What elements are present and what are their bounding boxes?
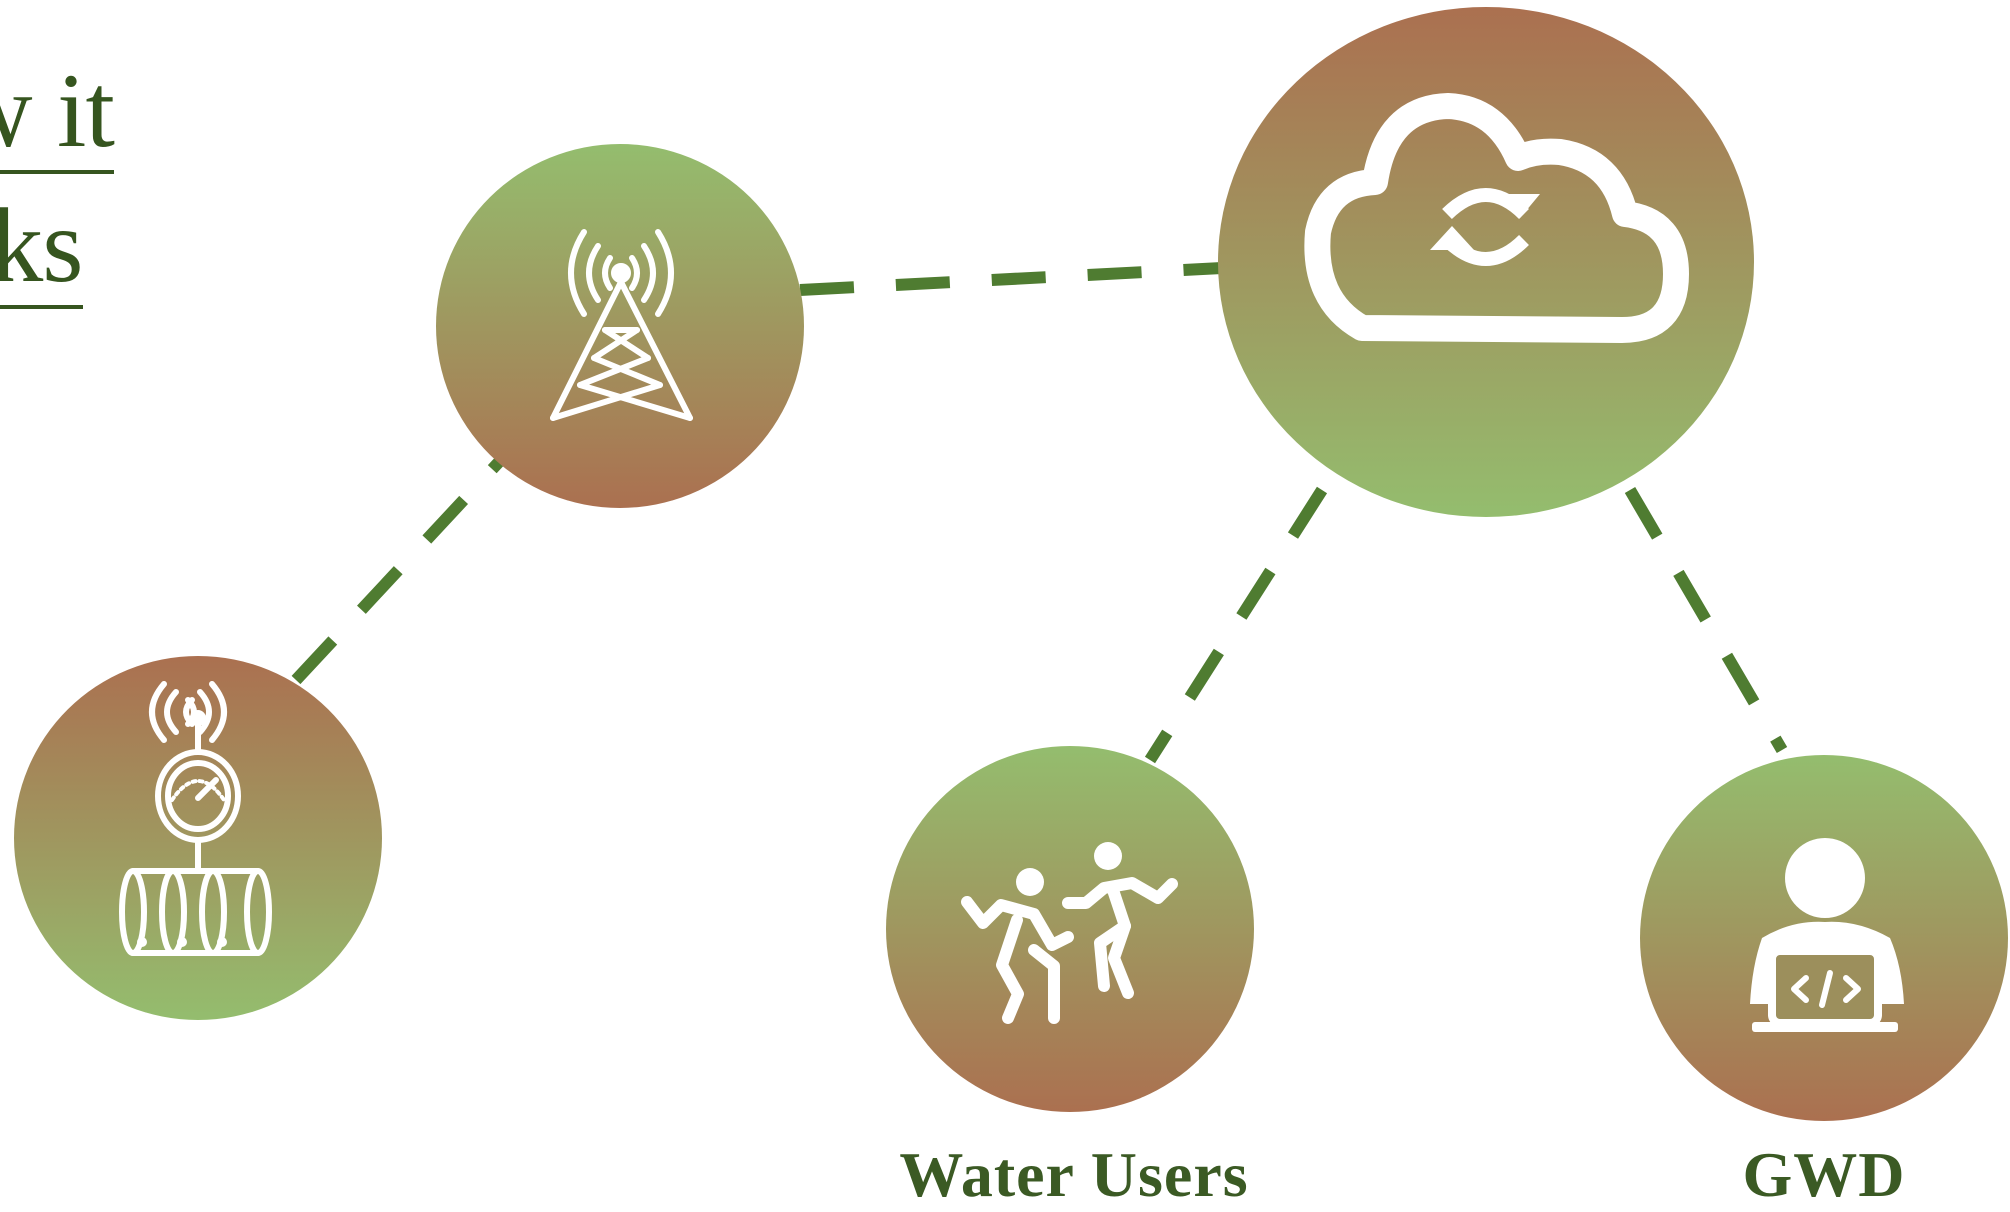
connector-sensor-tower (291, 443, 517, 685)
radio-tower-icon (550, 229, 693, 421)
gwd-label: GWD (1742, 1139, 1906, 1210)
connector-tower-cloud (799, 262, 1223, 296)
node-tower[interactable] (436, 144, 804, 508)
developer-laptop-icon (1750, 838, 1904, 1032)
node-tower-circle (436, 144, 804, 508)
node-cloud[interactable] (1218, 7, 1754, 517)
water-users-label: Water Users (899, 1139, 1249, 1210)
heading-line-2: rks (0, 193, 84, 309)
cloud-sync-icon (1304, 93, 1689, 343)
water-users-icon (961, 842, 1178, 1024)
node-gwd[interactable] (1640, 755, 2008, 1121)
node-sensor[interactable] (14, 656, 382, 1020)
connector-lines (291, 262, 1788, 764)
heading-line-1: w it (0, 58, 115, 174)
connector-cloud-users (1144, 486, 1328, 764)
water-meter-sensor-icon (119, 681, 272, 956)
connector-cloud-gwd (1624, 486, 1788, 754)
node-users[interactable] (886, 746, 1254, 1112)
sync-arrows-icon (1430, 188, 1540, 266)
node-users-circle (886, 746, 1254, 1112)
